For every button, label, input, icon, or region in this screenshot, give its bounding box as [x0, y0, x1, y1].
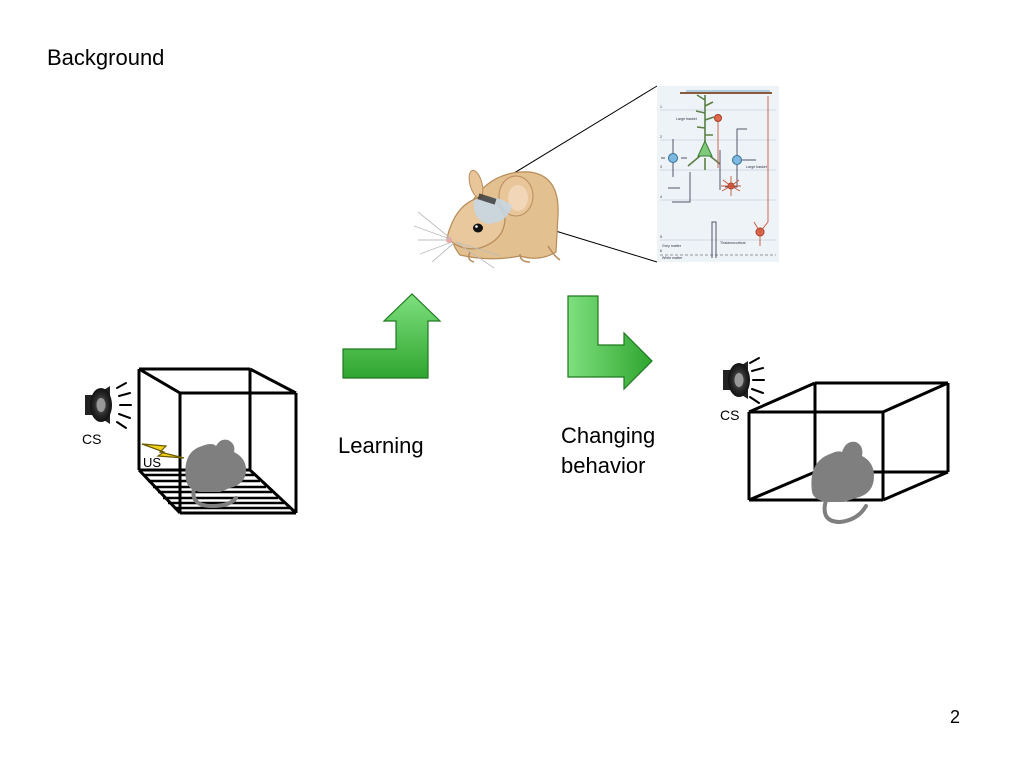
lightning-icon	[141, 443, 185, 459]
changing-behavior-label: Changing behavior	[561, 421, 701, 481]
svg-text:Large basket: Large basket	[746, 165, 767, 169]
test-box	[747, 381, 950, 502]
cs-label-right: CS	[720, 407, 739, 423]
conditioning-box	[137, 367, 298, 515]
gray-mouse-left	[185, 439, 246, 509]
svg-text:Thalamocortical: Thalamocortical	[720, 241, 746, 245]
learning-label: Learning	[338, 433, 424, 458]
mouse-head-illustration	[413, 169, 561, 269]
changing-behavior-line2: behavior	[561, 453, 646, 478]
changing-behavior-line1: Changing	[561, 423, 656, 448]
svg-text:White matter: White matter	[662, 256, 683, 260]
speaker-icon	[723, 357, 765, 404]
learning-arrow	[342, 293, 442, 379]
slide-title: Background	[47, 45, 165, 70]
svg-text:6: 6	[660, 249, 662, 253]
svg-text:Grey matter: Grey matter	[662, 244, 682, 248]
cs-label-left: CS	[82, 431, 101, 447]
svg-text:4: 4	[660, 195, 662, 199]
changing-behavior-arrow	[567, 295, 653, 391]
gray-mouse-right	[811, 441, 874, 525]
svg-text:1: 1	[660, 105, 662, 109]
svg-text:5: 5	[660, 235, 662, 239]
cortical-circuit-figure: 1 2 3 4 5 6 Large basket Large basket Grey …	[657, 86, 779, 262]
speaker-icon	[85, 382, 132, 429]
us-label: US	[143, 455, 161, 470]
svg-text:Large basket: Large basket	[676, 117, 697, 121]
svg-text:3: 3	[660, 165, 662, 169]
svg-text:2: 2	[660, 135, 662, 139]
page-number: 2	[950, 707, 961, 727]
